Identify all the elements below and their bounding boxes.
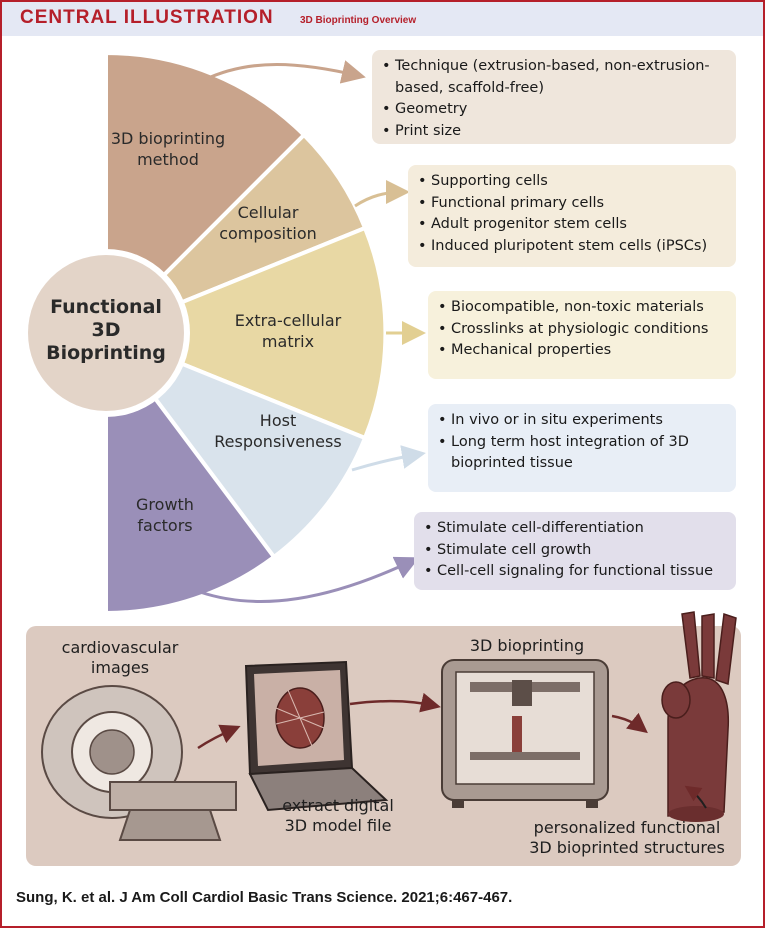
- wedge-host-responsiveness: [100, 328, 368, 560]
- segment-label-line: matrix: [261, 332, 315, 351]
- bioprinter-illustration: [441, 659, 609, 808]
- detail-item: Cell-cell signaling for functional tissu…: [424, 561, 726, 583]
- arrow-cellular: [354, 180, 410, 208]
- bioprinted-aorta-illustration: [661, 611, 737, 822]
- workflow-arrow-4: [684, 785, 707, 809]
- detail-item: Adult progenitor stem cells: [418, 214, 726, 236]
- detail-box-host-responsiveness: In vivo or in situ experiments Long term…: [428, 404, 736, 492]
- detail-item: Supporting cells: [418, 171, 726, 193]
- center-circle-fill: [28, 255, 184, 411]
- arrow-growth: [199, 556, 420, 603]
- detail-item: Long term host integration of 3D bioprin…: [438, 432, 726, 475]
- ct-scanner-illustration: [41, 685, 237, 841]
- detail-item: Stimulate cell growth: [424, 540, 726, 562]
- segment-label-host-responsiveness: Host Responsiveness: [206, 410, 350, 452]
- center-label-line: Functional: [50, 296, 162, 318]
- workflow-label-images: cardiovascular images: [40, 638, 200, 678]
- workflow-arrow-1: [197, 724, 241, 750]
- detail-box-extracellular-matrix: Biocompatible, non-toxic materials Cross…: [428, 291, 736, 379]
- workflow-label-bioprinting: 3D bioprinting: [452, 636, 602, 656]
- workflow-arrow-3: [611, 712, 648, 734]
- wedge-bioprinting-method: [104, 50, 307, 338]
- detail-item: In vivo or in situ experiments: [438, 410, 726, 432]
- workflow-arrow-2: [349, 692, 441, 713]
- segment-label-line: Responsiveness: [214, 432, 342, 451]
- detail-item: Mechanical properties: [438, 340, 726, 362]
- center-label-line: Bioprinting: [46, 342, 166, 364]
- detail-box-growth-factors: Stimulate cell-differentiation Stimulate…: [414, 512, 736, 590]
- segment-label-line: factors: [137, 516, 193, 535]
- detail-item: Stimulate cell-differentiation: [424, 518, 726, 540]
- segment-label-cellular-composition: Cellular composition: [206, 202, 330, 244]
- workflow-label-line: extract digital: [282, 796, 394, 815]
- workflow-label-line: images: [90, 658, 150, 677]
- workflow-label-line: 3D model file: [284, 816, 392, 835]
- segment-label-growth-factors: Growth factors: [110, 494, 220, 536]
- detail-item: Geometry: [382, 99, 726, 121]
- arrow-method: [203, 60, 366, 84]
- segment-label-line: method: [137, 150, 199, 169]
- segment-label-extracellular-matrix: Extra-cellular matrix: [226, 310, 350, 352]
- detail-box-bioprinting-method: Technique (extrusion-based, non-extrusio…: [372, 50, 736, 144]
- segment-label-line: Cellular: [237, 203, 299, 222]
- figure-subtitle: 3D Bioprinting Overview: [300, 15, 417, 26]
- detail-box-cellular-composition: Supporting cells Functional primary cell…: [408, 165, 736, 267]
- detail-item: Print size: [382, 121, 726, 143]
- center-label: Functional 3D Bioprinting: [28, 296, 184, 365]
- workflow-label-line: cardiovascular: [61, 638, 179, 657]
- workflow-label-line: 3D bioprinted structures: [529, 838, 725, 857]
- workflow-label-line: 3D bioprinting: [469, 636, 585, 655]
- segment-label-line: Growth: [136, 495, 194, 514]
- segment-label-line: Host: [259, 411, 297, 430]
- arrow-host: [351, 445, 426, 472]
- workflow-label-line: personalized functional: [533, 818, 721, 837]
- detail-item: Crosslinks at physiologic conditions: [438, 319, 726, 341]
- center-label-line: 3D: [91, 319, 121, 341]
- segment-label-line: Extra-cellular: [234, 311, 342, 330]
- detail-item: Biocompatible, non-toxic materials: [438, 297, 726, 319]
- workflow-label-structures: personalized functional 3D bioprinted st…: [516, 818, 738, 858]
- detail-item: Induced pluripotent stem cells (iPSCs): [418, 236, 726, 258]
- detail-item: Functional primary cells: [418, 193, 726, 215]
- workflow-label-model-file: extract digital 3D model file: [268, 796, 408, 836]
- header-bar: CENTRAL ILLUSTRATION 3D Bioprinting Over…: [2, 2, 763, 36]
- segment-label-bioprinting-method: 3D bioprinting method: [106, 128, 230, 170]
- segment-label-line: 3D bioprinting: [110, 129, 226, 148]
- segment-label-line: composition: [219, 224, 317, 243]
- figure-title: CENTRAL ILLUSTRATION: [20, 7, 274, 28]
- detail-item: Technique (extrusion-based, non-extrusio…: [382, 56, 726, 99]
- laptop-illustration: [244, 660, 389, 812]
- wedge-extracellular-matrix: [100, 225, 388, 441]
- citation: Sung, K. et al. J Am Coll Cardiol Basic …: [16, 889, 513, 906]
